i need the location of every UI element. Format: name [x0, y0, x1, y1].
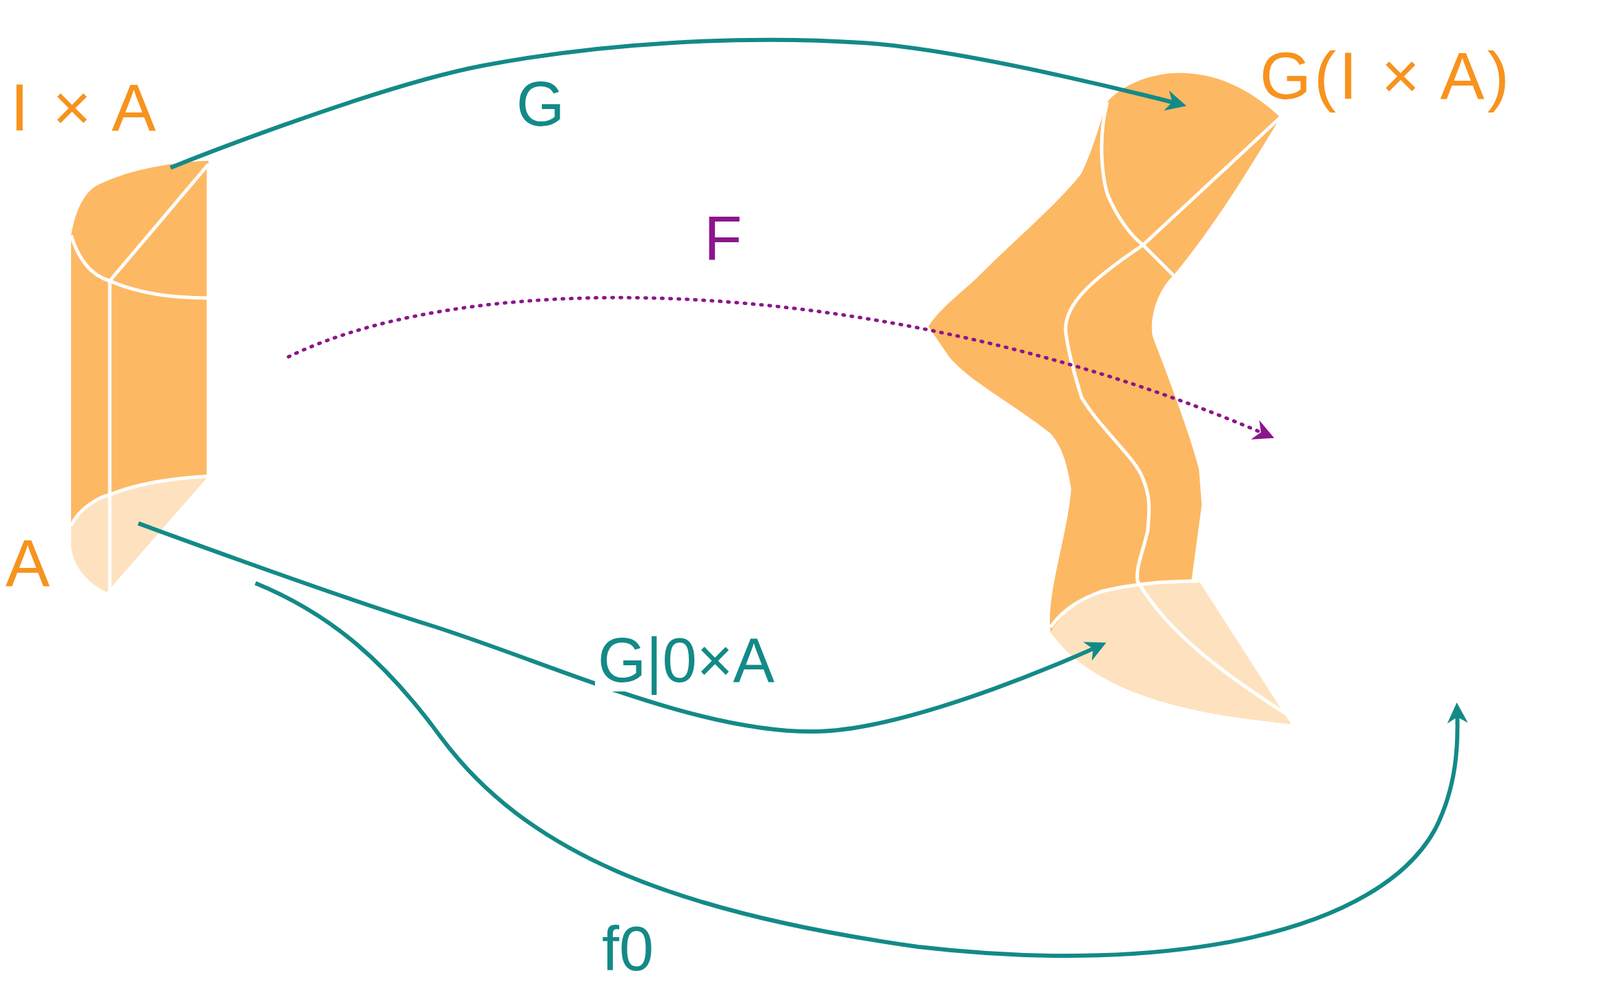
homotopy-label: F [701, 207, 745, 270]
map-arrow [170, 40, 1179, 168]
restriction-arrow [138, 523, 1099, 732]
base-disk: A [69, 476, 211, 601]
image-shape [928, 71, 1291, 725]
shape-part [1065, 117, 1286, 714]
set-label: A [5, 530, 53, 597]
shape-part [71, 476, 209, 526]
shape-part [71, 160, 209, 526]
shape-part [71, 476, 209, 593]
cylinder-shape: AI × A [69, 158, 214, 608]
shape-part [928, 73, 1291, 725]
set-label: G(I × A) [1259, 42, 1512, 110]
arrow-label: G|0×A [594, 629, 778, 692]
map-label: f0 [599, 918, 657, 981]
homotopy-arrow [288, 297, 1267, 435]
arrow-label: G [513, 73, 568, 136]
shape-part [1050, 581, 1199, 628]
shape-part [207, 164, 211, 475]
set-label: I × A [10, 74, 159, 141]
base-disk [69, 476, 211, 601]
image-shape: G(I × A) [928, 71, 1291, 725]
shape-part [1050, 581, 1291, 725]
shape-part [109, 164, 209, 495]
shape-part [108, 494, 112, 593]
map-arrow [255, 583, 1458, 956]
